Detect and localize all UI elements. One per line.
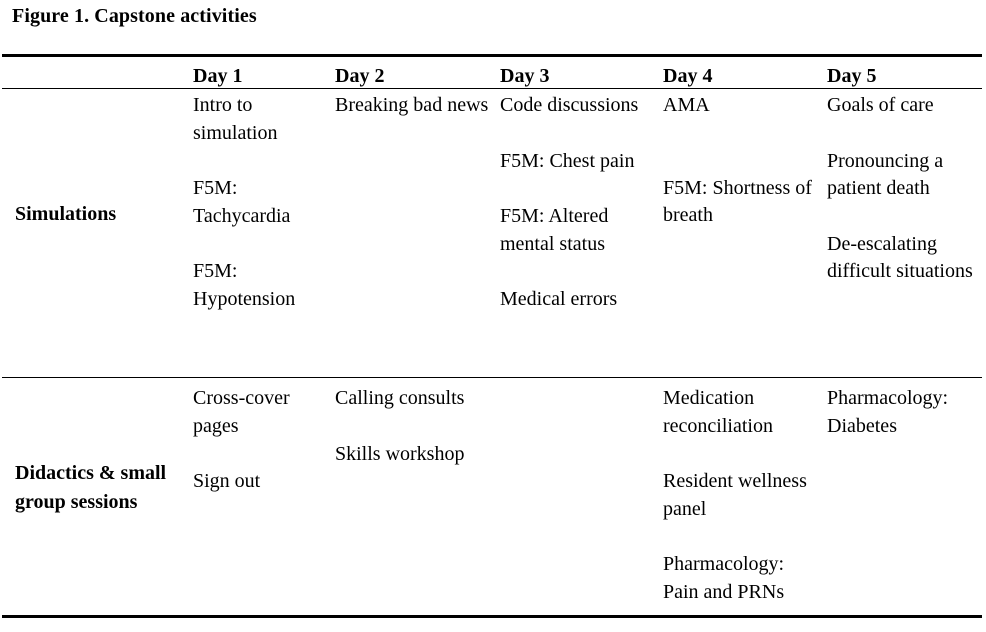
- cell-didactics-day-3: [500, 385, 656, 613]
- cell-item: Goals of care: [827, 94, 934, 116]
- cell-item: De-escalating difficult situations: [827, 232, 973, 283]
- cell-item: F5M: Shortness of breath: [663, 176, 812, 227]
- column-header-day-1: Day 1: [193, 65, 243, 87]
- cell-simulations-day-3: Code discussions F5M: Chest pain F5M: Al…: [500, 92, 656, 375]
- column-header-day-4: Day 4: [663, 65, 713, 87]
- cell-item: Intro to simulation: [193, 94, 278, 144]
- cell-simulations-day-1: Intro to simulation F5M: Tachycardia F5M…: [193, 92, 329, 375]
- cell-didactics-day-4: Medication reconciliation Resident welln…: [663, 385, 821, 613]
- figure-title: Figure 1. Capstone activities: [12, 5, 257, 27]
- cell-item: Sign out: [193, 470, 261, 492]
- cell-item: Resident wellness panel: [663, 470, 807, 520]
- row-label-didactics: Didactics & small group sessions: [15, 462, 167, 513]
- column-header-day-3: Day 3: [500, 65, 550, 87]
- cell-item: F5M: Altered mental status: [500, 205, 609, 255]
- column-header-day-5: Day 5: [827, 65, 877, 87]
- cell-item: AMA: [663, 94, 710, 116]
- cell-item: Code discussions: [500, 94, 639, 116]
- cell-item: F5M: Hypotension: [193, 260, 296, 310]
- cell-item: Medication reconciliation: [663, 387, 773, 437]
- cell-didactics-day-2: Calling consults Skills workshop: [335, 385, 493, 613]
- table-section-rule: [2, 377, 982, 378]
- cell-simulations-day-4: AMA F5M: Shortness of breath: [663, 92, 821, 375]
- cell-item: Skills workshop: [335, 442, 465, 465]
- cell-simulations-day-5: Goals of care Pronouncing a patient deat…: [827, 92, 979, 375]
- table-bottom-rule: [2, 615, 982, 618]
- cell-item: Pharmacology: Pain and PRNs: [663, 553, 785, 603]
- table-top-rule: [2, 54, 982, 57]
- cell-item: Calling consults: [335, 387, 465, 409]
- row-label-simulations: Simulations: [15, 203, 117, 225]
- cell-item: F5M: Tachycardia: [193, 177, 291, 227]
- cell-didactics-day-5: Pharmacology: Diabetes: [827, 385, 979, 613]
- cell-simulations-day-2: Breaking bad news: [335, 92, 493, 375]
- cell-item: Pharmacology: Diabetes: [827, 387, 949, 437]
- cell-item: Pronouncing a patient death: [827, 149, 944, 200]
- cell-didactics-day-1: Cross-cover pages Sign out: [193, 385, 329, 613]
- cell-item: Breaking bad news: [335, 94, 489, 116]
- cell-item: Cross-cover pages: [193, 387, 290, 437]
- column-header-day-2: Day 2: [335, 65, 385, 87]
- cell-item: Medical errors: [500, 288, 618, 310]
- table-header-rule: [2, 88, 982, 89]
- cell-item: F5M: Chest pain: [500, 149, 635, 172]
